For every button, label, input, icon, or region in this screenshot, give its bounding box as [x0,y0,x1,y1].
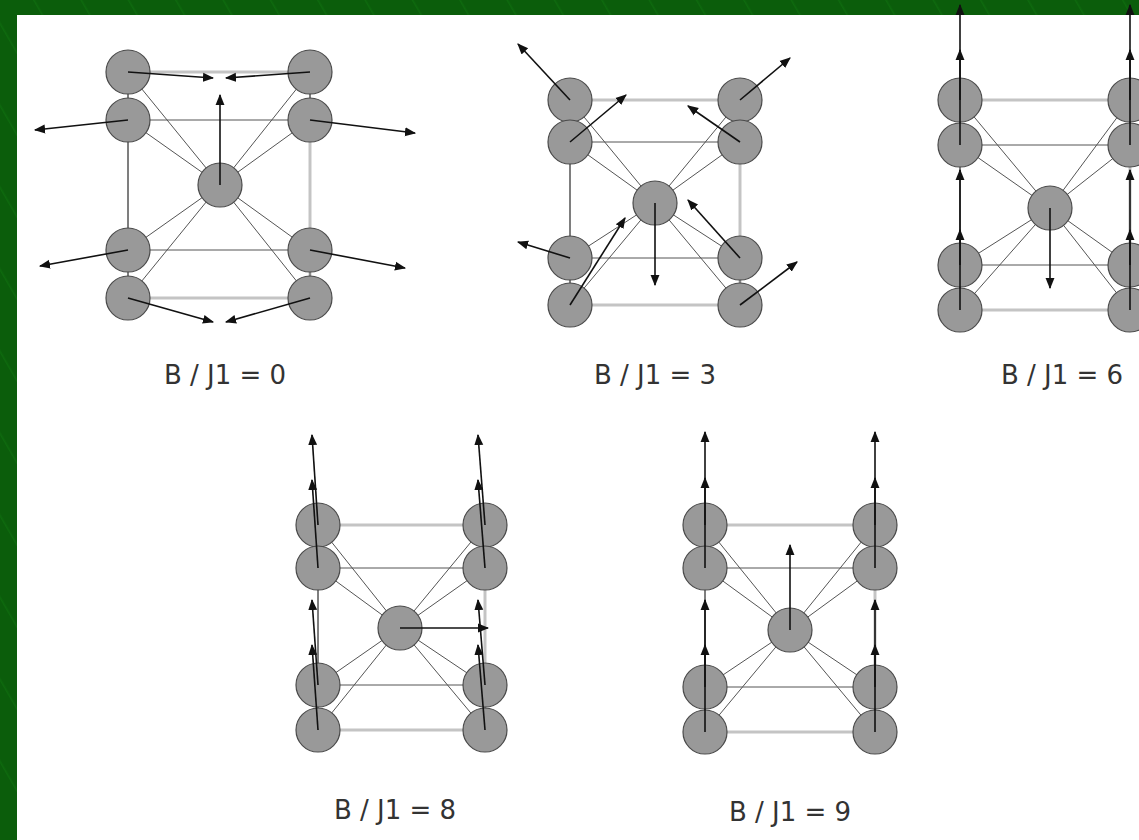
spin-arrow [740,262,797,305]
bond-line [960,99,1130,102]
spin-arrow [518,44,570,100]
bond-line [570,99,740,102]
spin-arrow [310,250,405,268]
spin-arrow [688,200,740,258]
spin-arrow [570,95,626,142]
spin-arrow [570,218,625,305]
field-label: B / J1 = 3 [594,361,716,390]
spin-arrow [226,298,310,322]
spin-arrow [704,645,706,732]
unit-cell [296,435,507,752]
bond-line [960,145,1130,146]
bond-line [960,309,1130,312]
spin-arrow [959,230,961,310]
spin-arrow [312,645,318,730]
bond-line [705,731,875,734]
unit-cell [518,44,797,327]
bond-line [128,120,310,121]
spin-arrow [959,50,961,145]
atom [1108,123,1139,167]
bond-line [705,687,875,688]
atom [1108,288,1139,332]
bond-line [318,524,485,527]
spin-arrow [654,203,656,285]
field-label: B / J1 = 8 [334,796,456,825]
spin-arrow [128,72,213,78]
bond-line [960,265,1130,266]
bond-line [318,685,485,686]
spin-arrow [312,600,318,685]
spin-arrow [40,250,128,266]
unit-cell [938,5,1139,332]
spin-arrow [704,478,706,568]
spin-arrow [219,95,221,185]
spin-arrow [478,480,485,568]
spin-arrow [312,435,318,525]
spin-arrow [518,242,570,258]
bond-line [128,297,310,300]
unit-cell [683,432,897,754]
bond-line [318,729,485,732]
spin-arrow [478,435,485,525]
bond-line [128,71,310,74]
bond-line [705,568,706,732]
bond-line [570,304,740,307]
atom [1108,78,1139,122]
spin-arrow [400,627,488,629]
bond-line [318,568,485,569]
bond-line [570,142,740,143]
spin-arrow [1049,208,1051,288]
spin-arrow [874,478,876,568]
spin-arrow [478,600,485,685]
bond-line [128,250,310,251]
spin-arrow [874,645,876,732]
unit-cell [35,50,415,322]
spin-arrow [1129,50,1131,145]
spin-arrow [128,298,213,322]
atom [1108,243,1139,287]
spin-arrow [226,72,310,78]
spin-arrow [1129,230,1131,310]
bond-line [705,524,875,527]
spin-arrow [310,120,415,133]
field-label: B / J1 = 6 [1001,361,1123,390]
spin-arrow [35,120,128,130]
spin-arrow [478,645,485,730]
spin-arrow [740,58,790,100]
spin-arrow [312,480,318,568]
bond-line [960,145,961,310]
field-label: B / J1 = 0 [164,361,286,390]
spin-arrow [789,545,791,630]
spin-arrow [688,106,740,142]
field-label: B / J1 = 9 [729,798,851,827]
